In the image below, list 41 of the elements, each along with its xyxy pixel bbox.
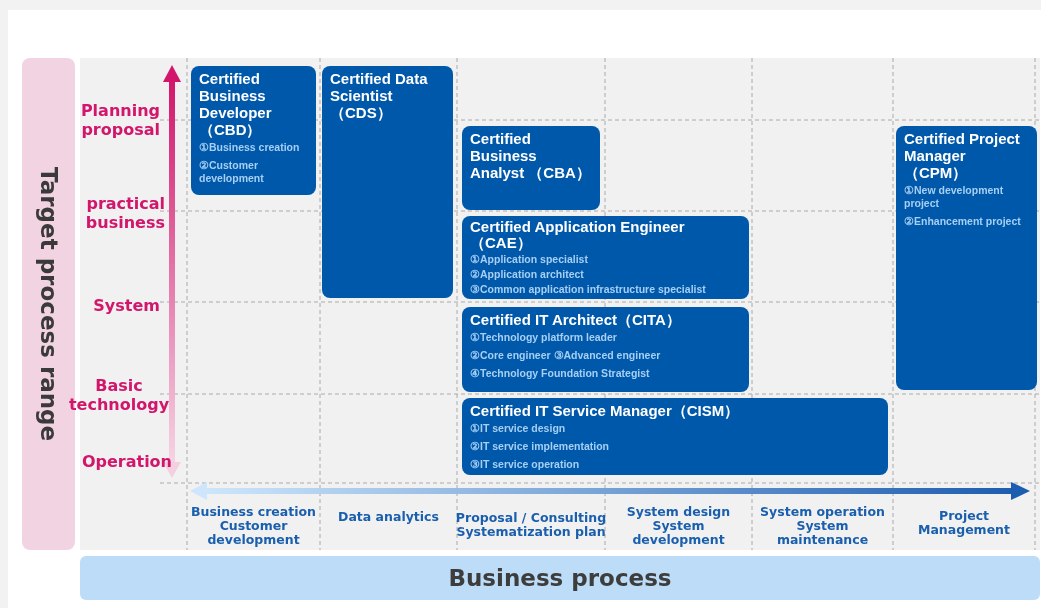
box-title: Certified Data Scientist （CDS） [330,70,429,121]
list-item: ①Business creation [199,141,301,154]
list-item: ①IT service design [470,422,567,435]
column-label: Data analytics [337,510,440,524]
box-title: Target process range [35,166,62,442]
list-item: ①New development project [904,184,1005,210]
list-item: ③Common application infrastructure specialist [470,283,707,295]
certification-box [462,126,600,210]
column-label: System design System development [625,505,732,547]
list-item: ②Enhancement project [904,215,1022,228]
list-item: ④Technology Foundation Strategist [470,367,651,380]
list-item: ②Customer development [199,159,265,185]
column-label: Proposal / Consulting Systematization plan [454,511,608,539]
box-title: Certified Project Manager （CPM） [904,130,1021,181]
axis-label: System [92,296,160,315]
column-label: System operation System maintenance [759,505,886,547]
certification-box [896,126,1037,390]
column-label: Business creation Customer development [190,505,317,547]
bottom-band [80,556,1040,600]
axis-label: practical business [84,194,165,232]
box-title: Certified Application Engineer （CAE） [470,219,686,251]
certification-box [462,398,888,475]
axis-label: Planning proposal [79,101,160,139]
list-item: ②Core engineer ③Advanced engineer [470,349,662,362]
axis-label: Basic technology [67,376,171,414]
list-item: ②IT service implementation [470,440,610,453]
box-title: Business process [448,565,672,591]
column-label: Project Management [917,509,1011,537]
box-title: Certified Business Analyst （CBA） [470,130,592,181]
box-title: Certified IT Architect（CITA） [470,311,682,328]
box-title: Certified Business Developer （CBD） [199,70,273,138]
list-item: ①Application specialist [470,253,589,265]
axis-label: Operation [80,452,172,471]
box-title: Certified IT Service Manager（CISM） [470,402,741,419]
certification-box [191,66,316,195]
list-item: ①Technology platform leader [470,331,618,344]
list-item: ②Application architect [470,268,585,280]
list-item: ③IT service operation [470,458,581,471]
certification-box [462,216,749,299]
certification-box [462,307,749,392]
certification-box [322,66,453,298]
